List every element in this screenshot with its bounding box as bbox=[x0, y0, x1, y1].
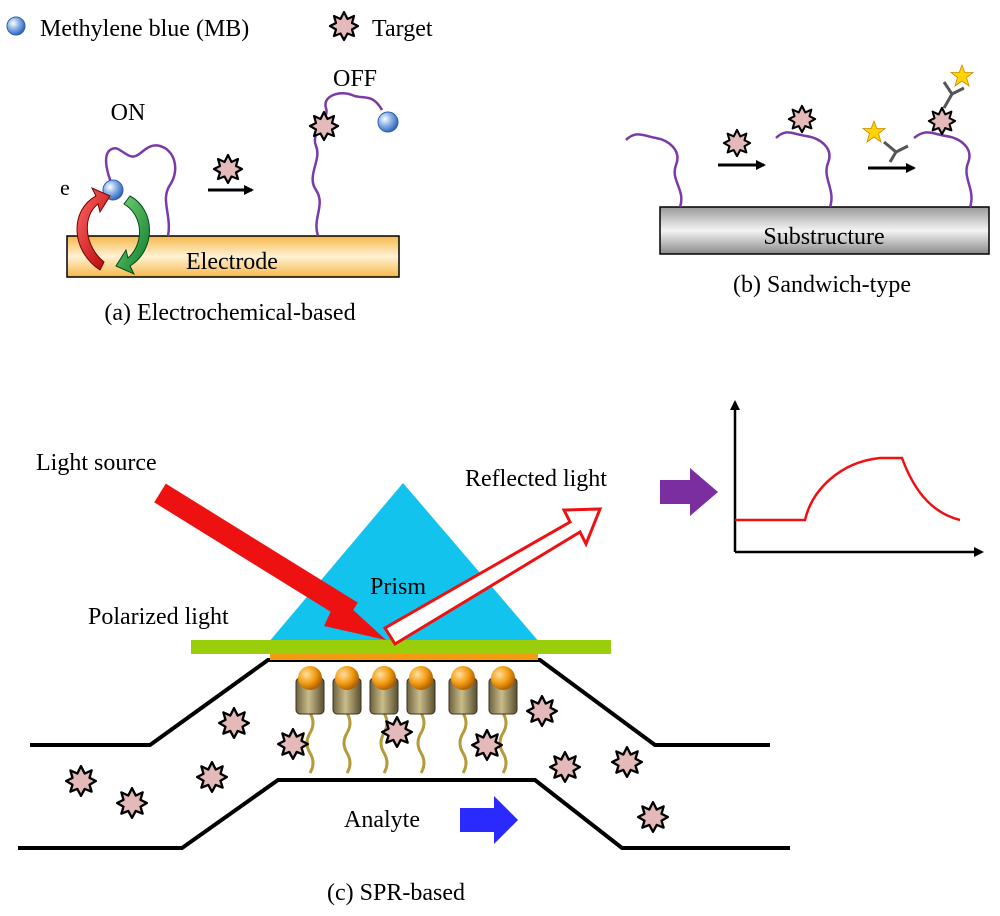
signal-output-arrow-icon bbox=[660, 468, 718, 516]
target-c1-icon bbox=[64, 764, 98, 798]
electrode-label: Electrode bbox=[186, 249, 278, 275]
target-c3-icon bbox=[195, 760, 229, 794]
analyte-label: Analyte bbox=[344, 807, 420, 833]
strand-b1 bbox=[625, 133, 683, 208]
target-c4-icon bbox=[217, 706, 251, 740]
target-c7-icon bbox=[470, 728, 504, 762]
on-strand bbox=[104, 144, 177, 237]
on-label: ON bbox=[111, 100, 146, 126]
receptor-3 bbox=[369, 666, 399, 774]
target-c11-icon bbox=[636, 800, 670, 834]
caption-b: (b) Sandwich-type bbox=[733, 272, 911, 298]
red-redox-arrow-icon bbox=[76, 186, 111, 271]
receptor-6 bbox=[488, 666, 518, 774]
strand-b2 bbox=[775, 131, 833, 208]
green-redox-arrow-icon bbox=[115, 195, 150, 276]
target-c6-icon bbox=[380, 715, 414, 749]
electron-label: e bbox=[60, 175, 70, 200]
target-c2-icon bbox=[115, 786, 149, 820]
target-b3-icon bbox=[927, 106, 957, 136]
panel-c-spr: Prism Polarized light bbox=[18, 400, 984, 906]
target-a-icon bbox=[212, 153, 244, 185]
target-icon bbox=[328, 10, 360, 42]
sensorgram-plot bbox=[730, 400, 984, 557]
channel-bottom-wall bbox=[18, 778, 790, 850]
legend: Methylene blue (MB) Target bbox=[6, 10, 433, 42]
panel-a-electrochemical: Electrode e ON OFF (a) Electrochemical-b… bbox=[60, 66, 400, 326]
sensorgram-curve bbox=[735, 456, 961, 522]
receptor-array bbox=[295, 666, 518, 774]
target-b2-icon bbox=[787, 104, 817, 134]
labeled-antibody-icon bbox=[862, 120, 909, 163]
substructure-bar bbox=[659, 206, 990, 255]
legend-mb-label: Methylene blue (MB) bbox=[40, 16, 249, 42]
legend-target-label: Target bbox=[372, 16, 433, 42]
target-bound-a-icon bbox=[308, 110, 340, 142]
target-b1-icon bbox=[722, 128, 752, 158]
receptor-4 bbox=[406, 666, 436, 774]
reflected-light-label: Reflected light bbox=[465, 466, 607, 492]
polarized-light-label: Polarized light bbox=[88, 604, 229, 630]
off-label: OFF bbox=[333, 66, 377, 92]
target-c9-icon bbox=[548, 750, 582, 784]
target-c10-icon bbox=[610, 745, 644, 779]
prism-label: Prism bbox=[370, 574, 426, 600]
panel-b-sandwich: Substructure (b) Sandwich-type bbox=[625, 64, 990, 298]
caption-a: (a) Electrochemical-based bbox=[104, 300, 355, 326]
methylene-blue-ball-icon bbox=[6, 16, 26, 36]
polarizer-bar bbox=[191, 640, 611, 654]
gold-film bbox=[270, 652, 538, 660]
receptor-5 bbox=[448, 666, 478, 774]
light-source-label: Light source bbox=[36, 450, 157, 476]
bound-antibody-icon bbox=[942, 64, 974, 109]
substructure-label: Substructure bbox=[763, 224, 884, 250]
receptor-1 bbox=[295, 666, 325, 774]
strand-b3 bbox=[913, 131, 973, 208]
target-c5-icon bbox=[276, 727, 310, 761]
receptor-2 bbox=[332, 666, 362, 774]
caption-c: (c) SPR-based bbox=[327, 880, 465, 906]
incident-light-arrow bbox=[154, 483, 386, 640]
reflected-light-arrow bbox=[382, 507, 603, 647]
target-c8-icon bbox=[525, 694, 559, 728]
flow-direction-arrow-icon bbox=[460, 796, 518, 844]
mb-ball-off-icon bbox=[377, 111, 399, 133]
